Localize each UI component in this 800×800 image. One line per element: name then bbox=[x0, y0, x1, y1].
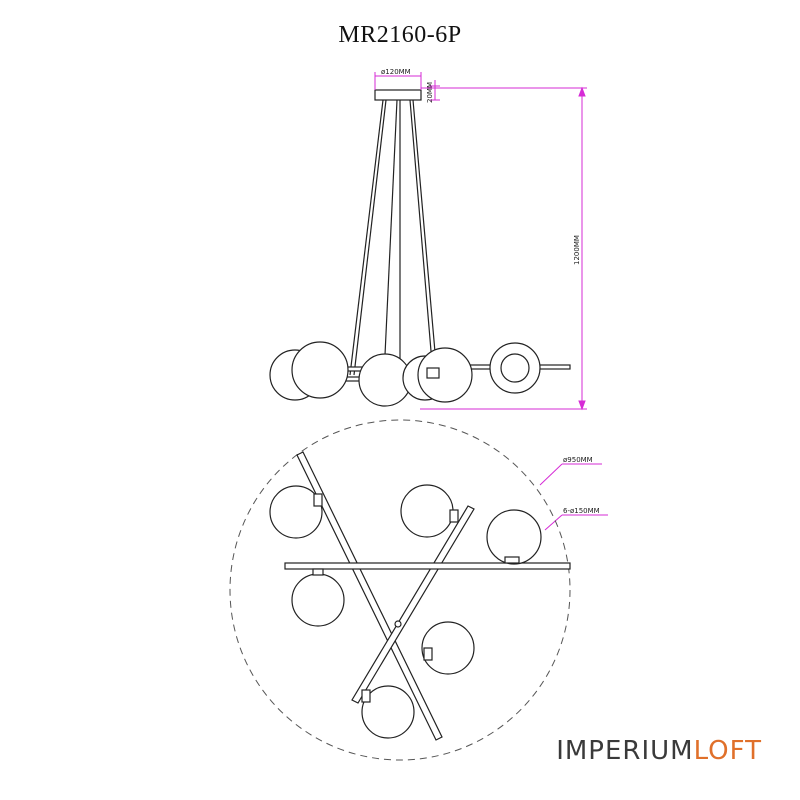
fixture-diameter-label: ø950MM bbox=[563, 456, 593, 464]
globe-shade bbox=[421, 621, 475, 675]
globe-shade bbox=[291, 341, 349, 399]
canopy bbox=[374, 89, 422, 101]
globe-shade bbox=[291, 573, 345, 627]
mount bbox=[313, 493, 323, 507]
globe-shade bbox=[269, 485, 323, 539]
side-view bbox=[269, 89, 571, 407]
brand-logo: IMPERIUMLOFT bbox=[556, 736, 762, 766]
globe-shade bbox=[489, 342, 541, 394]
mount bbox=[504, 556, 520, 564]
globe-inner bbox=[500, 353, 530, 383]
canopy-height-label: 20MM bbox=[426, 82, 434, 103]
globe-shade bbox=[486, 509, 542, 565]
suspension-wire bbox=[409, 99, 434, 376]
arm bbox=[284, 562, 571, 570]
hub bbox=[394, 620, 402, 628]
mount bbox=[312, 568, 324, 576]
brand-logo-part1: IMPERIUM bbox=[556, 736, 694, 766]
suspension-wire bbox=[412, 99, 438, 376]
mount bbox=[423, 647, 433, 661]
shade-spec-label: 6-ø150MM bbox=[563, 507, 600, 515]
mount bbox=[426, 367, 440, 379]
suspension-wire bbox=[384, 99, 398, 356]
product-title: MR2160-6P bbox=[338, 22, 462, 48]
fixture-outline-circle bbox=[229, 419, 571, 761]
dimension-lines bbox=[374, 72, 608, 531]
mount bbox=[449, 509, 459, 523]
suspension-wire bbox=[349, 99, 384, 376]
arm bbox=[351, 505, 475, 704]
overall-height-label: 1200MM bbox=[573, 235, 581, 265]
canopy-diameter-label: ø120MM bbox=[381, 68, 411, 76]
globe-shade bbox=[417, 347, 473, 403]
globe-shade bbox=[361, 685, 415, 739]
brand-logo-part2: LOFT bbox=[693, 736, 762, 766]
suspension-wire bbox=[353, 99, 387, 376]
top-view bbox=[269, 451, 571, 741]
globe-shade bbox=[400, 484, 454, 538]
mount bbox=[361, 689, 371, 703]
